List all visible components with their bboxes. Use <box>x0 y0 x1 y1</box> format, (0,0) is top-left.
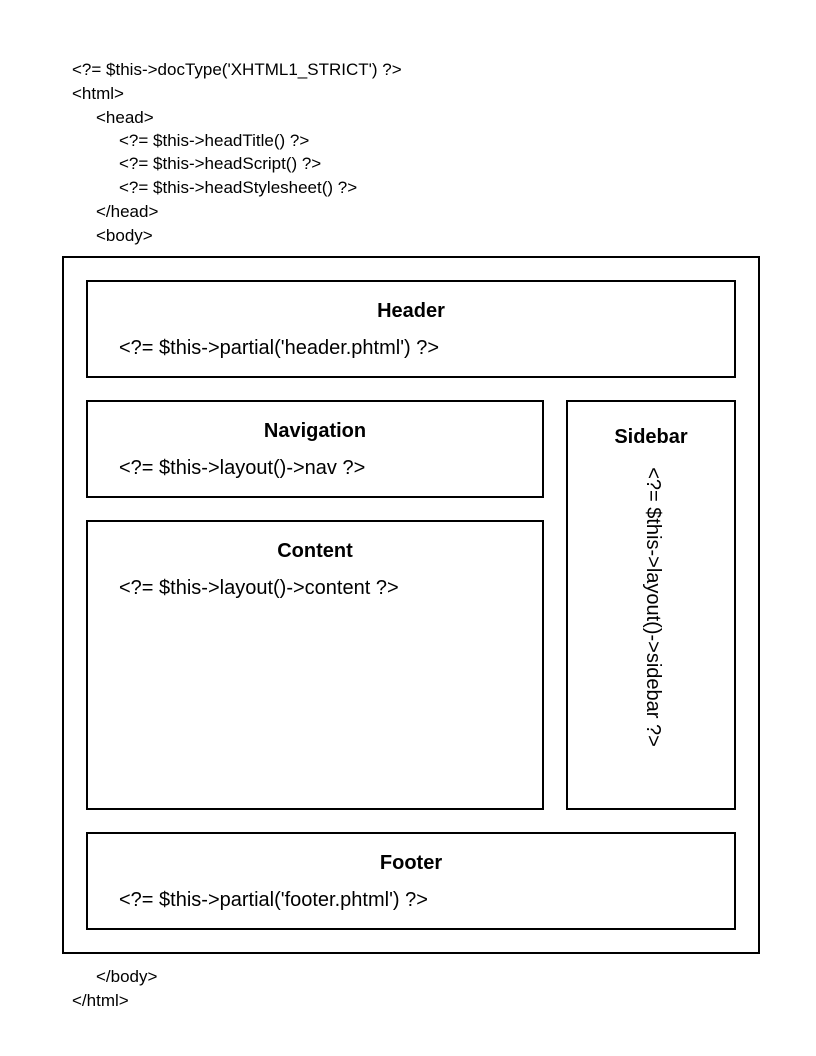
navigation-code: <?= $this->layout()->nav ?> <box>119 457 366 479</box>
code-head-close: </head> <box>96 202 159 221</box>
sidebar-title: Sidebar <box>614 426 688 448</box>
code-doctype: <?= $this->docType('XHTML1_STRICT') ?> <box>72 60 402 79</box>
content-title: Content <box>277 540 353 562</box>
code-head-title: <?= $this->headTitle() ?> <box>119 131 310 150</box>
navigation-region: Navigation <?= $this->layout()->nav ?> <box>86 400 544 498</box>
content-region: Content <?= $this->layout()->content ?> <box>86 520 544 810</box>
code-html-open: <html> <box>72 84 124 103</box>
header-region: Header <?= $this->partial('header.phtml'… <box>86 280 736 378</box>
footer-title: Footer <box>379 852 443 874</box>
footer-region: Footer <?= $this->partial('footer.phtml'… <box>86 832 736 930</box>
sidebar-region: Sidebar <?= $this->layout()->sidebar ?> <box>566 400 736 810</box>
code-head-stylesheet: <?= $this->headStylesheet() ?> <box>119 178 358 197</box>
sidebar-code: <?= $this->layout()->sidebar ?> <box>642 467 664 747</box>
code-body-open: <body> <box>96 226 153 245</box>
header-code: <?= $this->partial('header.phtml') ?> <box>119 337 440 359</box>
code-body-close: </body> <box>96 967 158 986</box>
navigation-title: Navigation <box>263 420 367 442</box>
code-head-script: <?= $this->headScript() ?> <box>119 154 322 173</box>
code-head-open: <head> <box>96 108 154 127</box>
content-code: <?= $this->layout()->content ?> <box>119 577 399 599</box>
code-html-close: </html> <box>72 991 129 1010</box>
footer-code: <?= $this->partial('footer.phtml') ?> <box>119 889 428 911</box>
header-title: Header <box>377 300 445 322</box>
